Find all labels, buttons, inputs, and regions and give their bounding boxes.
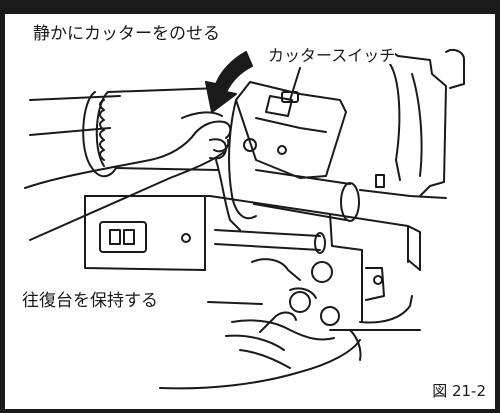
right-border	[495, 0, 500, 413]
hold-carriage-label: 往復台を保持する	[22, 291, 158, 311]
figure-number-label: 図 21-2	[432, 382, 486, 400]
hold-carriage-leader-line	[207, 301, 263, 305]
cutter-switch-leader-line	[289, 67, 301, 101]
feed-shaft	[253, 169, 360, 222]
carriage-handles	[251, 258, 385, 326]
down-arrow-icon	[205, 51, 253, 113]
carriage-bed	[84, 195, 421, 323]
cutter-switch	[281, 91, 299, 103]
cutter-switch-label: カッタースイッチ	[268, 46, 396, 65]
hand-placing-cutter	[24, 111, 232, 241]
lower-structure	[329, 259, 421, 331]
cutter-unit	[215, 81, 347, 231]
bottom-border	[0, 409, 500, 413]
place-cutter-gently-label: 静かにカッターをのせる	[33, 24, 220, 44]
right-housing	[359, 49, 465, 199]
hand-holding-carriage	[159, 311, 362, 390]
top-border-bar	[0, 0, 500, 14]
chuck-body	[29, 87, 221, 178]
left-border	[0, 0, 5, 413]
switch-box	[99, 221, 147, 253]
